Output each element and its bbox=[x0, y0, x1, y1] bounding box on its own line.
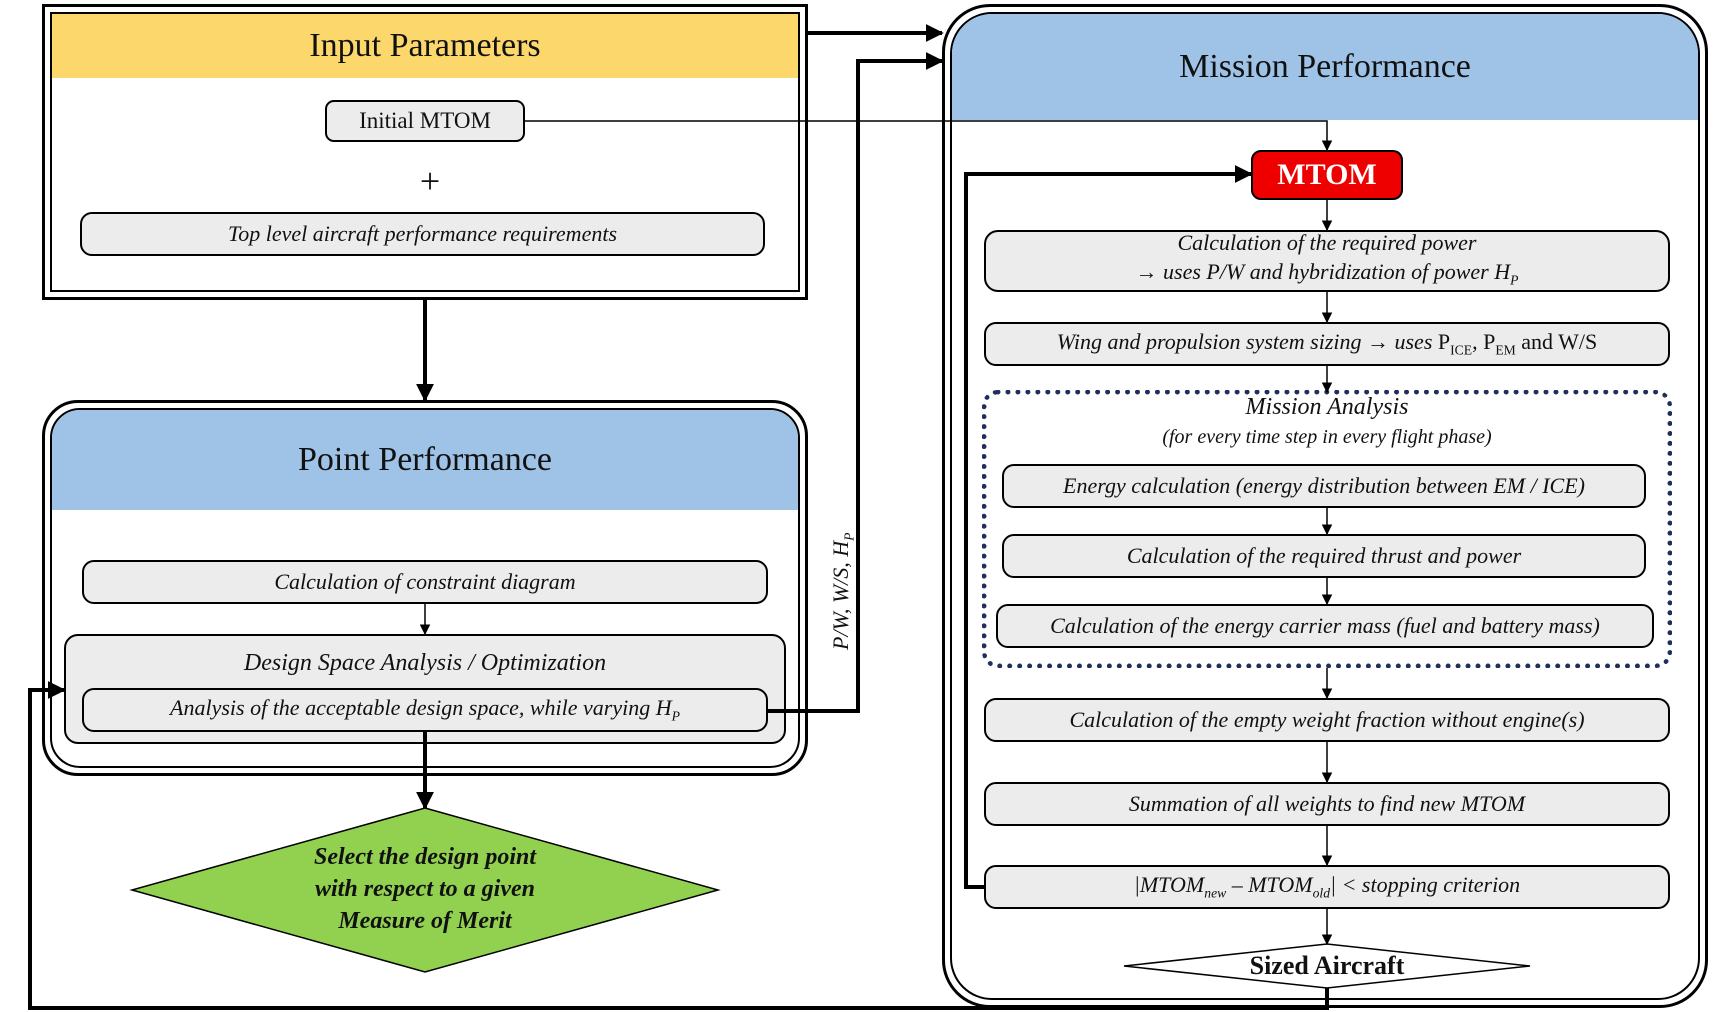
select-line-2: with respect to a given bbox=[315, 876, 535, 902]
mission-performance-header: Mission Performance bbox=[952, 14, 1698, 120]
design-space-title: Design Space Analysis / Optimization bbox=[243, 650, 607, 676]
design-parameters-label: P/W, W/S, HP bbox=[828, 532, 857, 650]
initial-mtom-box: Initial MTOM bbox=[325, 100, 525, 142]
sized-aircraft-label: Sized Aircraft bbox=[1249, 951, 1405, 980]
energy-carrier-box: Calculation of the energy carrier mass (… bbox=[996, 604, 1654, 648]
summation-label: Summation of all weights to find new MTO… bbox=[1128, 791, 1526, 816]
required-power-box: Calculation of the required power → uses… bbox=[984, 230, 1670, 292]
mtom-label: MTOM bbox=[1277, 158, 1377, 191]
mission-analysis-title: Mission Analysis bbox=[1245, 394, 1409, 420]
point-performance-title: Point Performance bbox=[298, 441, 552, 478]
requirements-box: Top level aircraft performance requireme… bbox=[80, 212, 765, 256]
energy-carrier-label: Calculation of the energy carrier mass (… bbox=[1050, 613, 1600, 638]
thrust-power-box: Calculation of the required thrust and p… bbox=[1002, 534, 1646, 578]
summation-box: Summation of all weights to find new MTO… bbox=[984, 782, 1670, 826]
thrust-power-label: Calculation of the required thrust and p… bbox=[1126, 543, 1522, 568]
empty-weight-label: Calculation of the empty weight fraction… bbox=[1069, 707, 1585, 732]
energy-calculation-box: Energy calculation (energy distribution … bbox=[1002, 464, 1646, 508]
wing-sizing-box: Wing and propulsion system sizing → uses… bbox=[984, 322, 1670, 366]
mission-performance-inner: Mission Performance bbox=[950, 12, 1700, 1000]
constraint-diagram-label: Calculation of constraint diagram bbox=[274, 569, 576, 594]
energy-calculation-label: Energy calculation (energy distribution … bbox=[1063, 473, 1585, 498]
input-parameters-header: Input Parameters bbox=[52, 14, 798, 78]
mtom-box: MTOM bbox=[1251, 150, 1403, 200]
stopping-criterion-label: |MTOMnew – MTOMold| < stopping criterion bbox=[1133, 872, 1521, 901]
constraint-diagram-box: Calculation of constraint diagram bbox=[82, 560, 768, 604]
mission-performance-title: Mission Performance bbox=[1179, 48, 1471, 85]
acceptable-space-label: Analysis of the acceptable design space,… bbox=[170, 695, 680, 724]
wing-sizing-label: Wing and propulsion system sizing → uses… bbox=[1056, 329, 1598, 358]
required-power-line1: Calculation of the required power bbox=[1177, 229, 1477, 255]
select-design-point-label: Select the design point with respect to … bbox=[232, 841, 618, 937]
input-parameters-inner: Input Parameters bbox=[50, 12, 800, 292]
initial-mtom-label: Initial MTOM bbox=[359, 108, 491, 133]
mission-analysis-subtitle: (for every time step in every flight pha… bbox=[1162, 426, 1492, 448]
empty-weight-box: Calculation of the empty weight fraction… bbox=[984, 698, 1670, 742]
input-parameters-title: Input Parameters bbox=[309, 27, 541, 64]
acceptable-space-box: Analysis of the acceptable design space,… bbox=[82, 688, 768, 732]
select-line-3: Measure of Merit bbox=[338, 908, 512, 934]
select-line-1: Select the design point bbox=[314, 844, 536, 870]
point-performance-header: Point Performance bbox=[52, 410, 798, 510]
required-power-line2: → uses P/W and hybridization of power HP bbox=[1135, 258, 1519, 288]
requirements-label: Top level aircraft performance requireme… bbox=[227, 221, 618, 246]
plus-sign: + bbox=[419, 161, 441, 201]
stopping-criterion-box: |MTOMnew – MTOMold| < stopping criterion bbox=[984, 865, 1670, 909]
